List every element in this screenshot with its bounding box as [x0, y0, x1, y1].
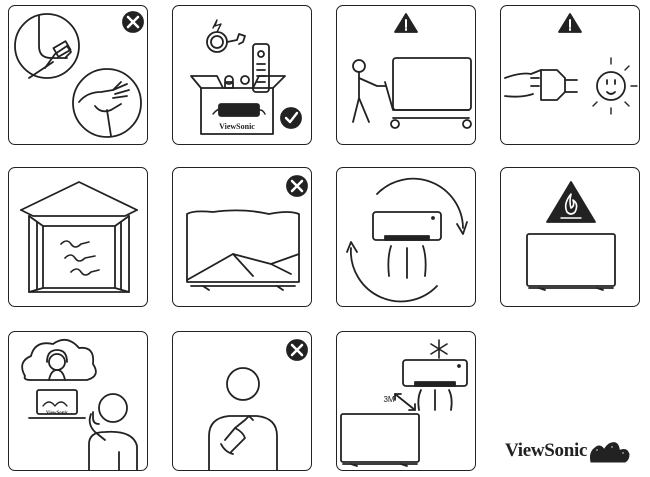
tile-move-with-cart [336, 5, 476, 145]
house-window-icon [20, 181, 138, 293]
check-icon [280, 107, 302, 129]
display-icon [340, 413, 420, 467]
tile-air-conditioner-distance: 3M [336, 331, 476, 471]
person-pushing-cart-icon [352, 59, 386, 123]
distance-label: 3M [383, 395, 394, 404]
hand-pulling-cable-icon [14, 13, 80, 79]
snowflake-icon [430, 339, 448, 359]
viewsonic-logo: ViewSonic [505, 438, 631, 464]
hand-with-plug-icon [504, 69, 578, 101]
power-outlet-icon [592, 57, 638, 115]
tile-fire-hazard [500, 167, 640, 307]
distance-arrow-icon [394, 393, 416, 411]
open-box-icon: ViewSonic [190, 75, 286, 135]
tile-covered-display [172, 167, 312, 307]
fire-warning-icon [546, 181, 596, 223]
tile-electric-plug [500, 5, 640, 145]
tile-self-repair [172, 331, 312, 471]
prohibited-icon [286, 175, 308, 197]
airflow-icon [60, 240, 100, 276]
box-brand-text: ViewSonic [219, 122, 255, 131]
circular-arrows-icon [346, 177, 468, 303]
prohibited-icon [122, 11, 144, 33]
person-with-wrench-icon [208, 367, 278, 470]
cloud-support-icon [21, 338, 97, 381]
power-cable-icon [206, 19, 246, 53]
tile-customer-support: ViewSonic [8, 331, 148, 471]
air-conditioner-icon [402, 359, 468, 411]
warning-icon [558, 13, 582, 33]
tile-ventilated-room [8, 167, 148, 307]
tile-unplug-by-cable [8, 5, 148, 145]
person-on-phone-icon [88, 393, 138, 470]
laptop-brand-text: ViewSonic [46, 411, 69, 416]
air-conditioner-icon [372, 211, 442, 279]
display-icon [526, 233, 616, 291]
birds-mascot-icon [590, 442, 630, 463]
tile-package-contents: ViewSonic [172, 5, 312, 145]
display-with-cloth-icon [186, 209, 300, 291]
laptop-icon: ViewSonic [28, 389, 86, 419]
prohibited-icon [286, 339, 308, 361]
display-on-cart-icon [384, 57, 472, 129]
remote-control-icon [252, 43, 270, 93]
logo-text: ViewSonic [505, 440, 588, 461]
hand-holding-plug-icon [72, 68, 142, 138]
tile-air-conditioner-circulation [336, 167, 476, 307]
warning-icon [394, 13, 418, 33]
